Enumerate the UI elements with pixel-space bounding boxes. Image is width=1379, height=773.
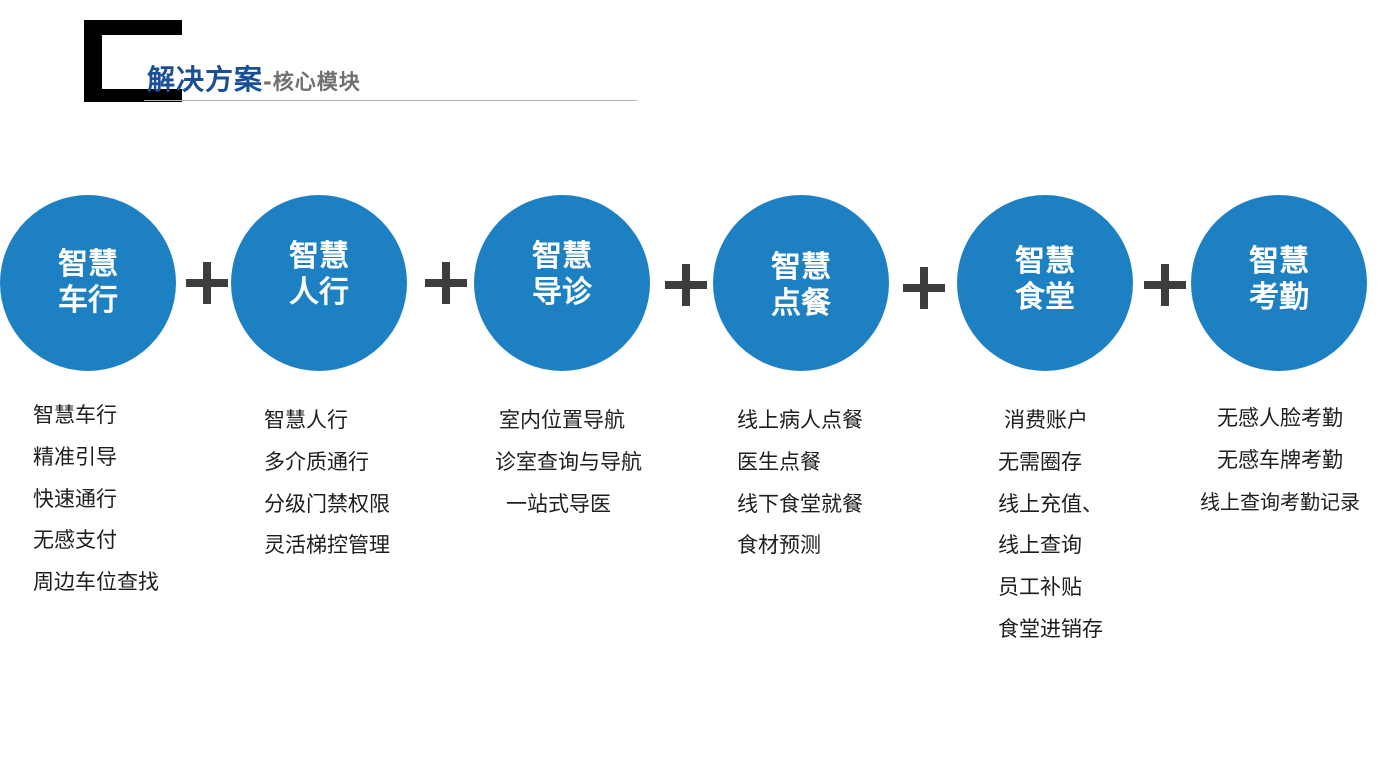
module-circle-guidance: 智慧 导诊 (474, 195, 650, 371)
feature-item: 快速通行 (33, 486, 117, 511)
feature-item: 线下食堂就餐 (737, 491, 863, 516)
module-title-line2: 人行 (289, 275, 349, 310)
plus-icon (425, 262, 467, 304)
feature-item: 无感支付 (33, 528, 117, 553)
feature-item: 灵活梯控管理 (264, 533, 390, 558)
module-title-line2: 点餐 (771, 286, 831, 321)
module-title-line2: 导诊 (532, 275, 592, 310)
module-title-line1: 智慧 (1249, 244, 1309, 279)
feature-item: 多介质通行 (264, 449, 369, 474)
module-circle-attendance: 智慧 考勤 (1191, 195, 1367, 371)
feature-item: 无需圈存 (998, 449, 1082, 474)
module-title-line1: 智慧 (289, 239, 349, 274)
feature-item: 一站式导医 (506, 491, 611, 516)
feature-item: 员工补贴 (998, 575, 1082, 600)
feature-list-parking: 智慧车行 精准引导 快速通行 无感支付 周边车位查找 (33, 395, 159, 604)
feature-item: 消费账户 (1004, 408, 1088, 432)
feature-item: 精准引导 (33, 444, 117, 469)
module-title-line1: 智慧 (771, 250, 831, 285)
feature-item: 医生点餐 (737, 449, 821, 474)
page-title: 解决方案-核心模块 (147, 58, 361, 98)
plus-icon (903, 267, 945, 309)
plus-icon (665, 264, 707, 306)
module-title-line1: 智慧 (58, 247, 118, 282)
title-subtitle: -核心模块 (263, 70, 361, 94)
module-title-line2: 食堂 (1015, 280, 1075, 315)
feature-item: 智慧车行 (33, 403, 117, 427)
feature-item: 线上病人点餐 (737, 408, 863, 432)
title-main: 解决方案 (147, 63, 264, 96)
feature-item: 室内位置导航 (499, 408, 625, 432)
feature-item: 分级门禁权限 (264, 491, 390, 516)
feature-item: 周边车位查找 (33, 570, 159, 595)
feature-item: 食材预测 (737, 533, 821, 558)
feature-item: 诊室查询与导航 (495, 449, 642, 474)
module-title-line1: 智慧 (1015, 244, 1075, 279)
module-title: 智慧 人行 (289, 239, 349, 311)
plus-icon (186, 262, 228, 304)
corner-bracket-decoration (84, 20, 182, 102)
module-title: 智慧 考勤 (1249, 244, 1309, 316)
feature-item: 无感人脸考勤 (1217, 406, 1343, 430)
feature-list-attendance: 无感人脸考勤 无感车牌考勤 线上查询考勤记录 (1186, 398, 1374, 523)
module-circle-ordering: 智慧 点餐 (713, 195, 889, 371)
feature-item: 无感车牌考勤 (1217, 447, 1343, 472)
feature-list-ordering: 线上病人点餐 医生点餐 线下食堂就餐 食材预测 (737, 400, 863, 567)
module-circle-canteen: 智慧 食堂 (957, 195, 1133, 371)
module-circle-pedestrian: 智慧 人行 (231, 195, 407, 371)
module-title-line2: 车行 (58, 283, 118, 318)
feature-list-pedestrian: 智慧人行 多介质通行 分级门禁权限 灵活梯控管理 (264, 400, 390, 567)
module-title-line1: 智慧 (532, 239, 592, 274)
module-title: 智慧 导诊 (532, 239, 592, 311)
title-underline (144, 100, 637, 101)
module-title: 智慧 车行 (58, 247, 118, 319)
module-circle-parking: 智慧 车行 (0, 195, 176, 371)
feature-item: 食堂进销存 (998, 616, 1103, 641)
feature-item: 线上查询考勤记录 (1200, 489, 1360, 514)
module-title: 智慧 食堂 (1015, 244, 1075, 316)
feature-item: 线上查询 (998, 533, 1082, 558)
feature-list-canteen: 消费账户 无需圈存 线上充值、 线上查询 员工补贴 食堂进销存 (998, 400, 1103, 651)
feature-item: 智慧人行 (264, 408, 348, 432)
module-title: 智慧 点餐 (771, 250, 831, 322)
feature-list-guidance: 室内位置导航 诊室查询与导航 一站式导医 (495, 400, 642, 525)
plus-icon (1144, 264, 1186, 306)
module-title-line2: 考勤 (1249, 280, 1309, 315)
feature-item: 线上充值、 (998, 491, 1103, 516)
